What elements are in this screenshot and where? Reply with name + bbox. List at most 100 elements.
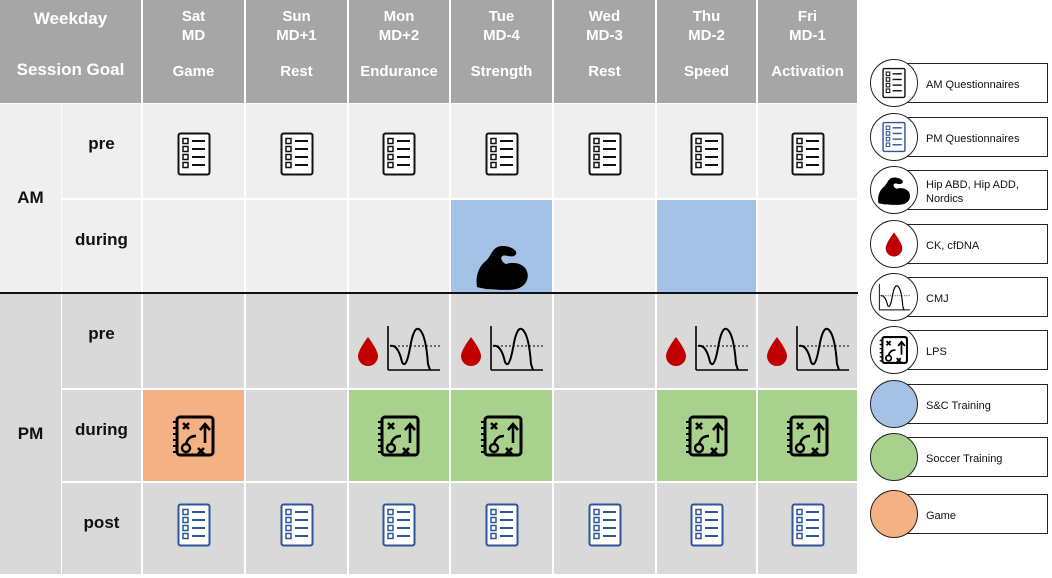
blood-drop-icon <box>765 335 789 367</box>
legend-item: LPS <box>870 326 1050 378</box>
session-goal: Speed <box>683 63 729 80</box>
am-block-label-text: AM <box>17 188 44 207</box>
cell-pm-post-wed <box>554 483 655 574</box>
session-goal: Endurance <box>360 63 438 80</box>
day-name: Fri <box>797 8 818 25</box>
match-day-code: MD-3 <box>586 27 623 44</box>
am-questionnaire-icon <box>690 132 724 176</box>
tactics-board-icon <box>685 414 729 458</box>
blood-drop-icon <box>356 335 380 367</box>
am-pm-divider <box>0 292 858 294</box>
cell-pm-during-mon <box>349 390 449 481</box>
cell-pm-post-sun <box>246 483 347 574</box>
match-day-code: MD-4 <box>483 27 520 44</box>
cmj-curve-icon <box>692 324 750 372</box>
pm-post-label: post <box>62 483 141 574</box>
match-day-code: MD+2 <box>378 27 420 44</box>
sc-training-swatch <box>870 380 918 428</box>
tactics-board-icon <box>870 326 918 374</box>
pm-post-label-text: post <box>83 513 120 532</box>
cell-pm-pre-mon <box>349 294 449 388</box>
match-day-code: MD+1 <box>276 27 317 44</box>
cell-pm-pre-thu <box>657 294 756 388</box>
legend-label-box <box>894 170 1048 210</box>
cell-am-during-sat <box>143 200 244 292</box>
cell-pm-during-fri <box>758 390 857 481</box>
cell-am-during-sun <box>246 200 347 292</box>
day-name: Wed <box>588 8 621 25</box>
legend-item: CK, cfDNA <box>870 220 1050 272</box>
cell-pm-during-sat <box>143 390 244 481</box>
session-goal: Strength <box>470 63 533 80</box>
cell-pm-during-wed <box>554 390 655 481</box>
legend-item: Game <box>870 490 1050 542</box>
pm-questionnaire-icon <box>690 503 724 547</box>
legend-label-box <box>894 224 1048 264</box>
tactics-board-icon <box>480 414 524 458</box>
blood-drop-icon <box>459 335 483 367</box>
cell-pm-post-fri <box>758 483 857 574</box>
cell-am-pre-sun <box>246 104 347 198</box>
cell-pm-pre-wed <box>554 294 655 388</box>
am-block-label: AM <box>0 104 61 292</box>
session-goal: Rest <box>588 63 621 80</box>
pm-during-label: during <box>62 390 141 481</box>
legend-label: Hip ABD, Hip ADD, Nordics <box>926 179 1019 205</box>
tactics-board-icon <box>172 414 216 458</box>
am-questionnaire-icon <box>588 132 622 176</box>
legend-item: Hip ABD, Hip ADD, Nordics <box>870 166 1050 218</box>
tactics-board-icon <box>786 414 830 458</box>
am-questionnaire-icon <box>870 59 918 107</box>
session-goal: Game <box>172 63 215 80</box>
cell-pm-during-thu <box>657 390 756 481</box>
cell-pm-pre-sat <box>143 294 244 388</box>
legend-label: Game <box>926 510 956 522</box>
cell-pm-post-sat <box>143 483 244 574</box>
pm-questionnaire-icon <box>870 113 918 161</box>
cell-pm-post-tue <box>451 483 552 574</box>
pm-block-label: PM <box>0 294 61 574</box>
cmj-curve-icon <box>487 324 545 372</box>
cell-am-pre-tue <box>451 104 552 198</box>
match-day-code: MD-1 <box>789 27 826 44</box>
match-day-code: MD-2 <box>688 27 725 44</box>
flexed-arm-icon <box>473 241 531 291</box>
legend-item: PM Questionnaires <box>870 113 1050 165</box>
legend-item: Soccer Training <box>870 433 1050 485</box>
am-pre-label-text: pre <box>88 134 115 153</box>
blood-drop-icon <box>664 335 688 367</box>
cell-am-pre-thu <box>657 104 756 198</box>
day-name: Sat <box>181 8 206 25</box>
legend-label-box <box>894 494 1048 534</box>
cell-pm-during-tue <box>451 390 552 481</box>
cell-am-during-tue <box>451 200 552 292</box>
pm-questionnaire-icon <box>791 503 825 547</box>
legend-item: AM Questionnaires <box>870 59 1050 111</box>
legend-label-box <box>894 277 1048 317</box>
am-questionnaire-icon <box>485 132 519 176</box>
pm-questionnaire-icon <box>485 503 519 547</box>
cell-am-during-fri <box>758 200 857 292</box>
pm-questionnaire-icon <box>382 503 416 547</box>
legend-item: CMJ <box>870 273 1050 325</box>
soccer-training-swatch <box>870 433 918 481</box>
cell-am-during-thu <box>657 200 756 292</box>
tactics-board-icon <box>377 414 421 458</box>
day-name: Tue <box>488 8 515 25</box>
pm-pre-label: pre <box>62 294 141 388</box>
legend-label: AM Questionnaires <box>926 79 1020 91</box>
cell-am-during-wed <box>554 200 655 292</box>
pm-pre-label-text: pre <box>88 324 115 343</box>
blood-drop-icon <box>870 220 918 268</box>
cell-pm-during-sun <box>246 390 347 481</box>
legend-label: Soccer Training <box>926 453 1003 465</box>
am-during-label: during <box>62 200 141 292</box>
cell-pm-post-mon <box>349 483 449 574</box>
cell-am-pre-fri <box>758 104 857 198</box>
cell-am-during-mon <box>349 200 449 292</box>
